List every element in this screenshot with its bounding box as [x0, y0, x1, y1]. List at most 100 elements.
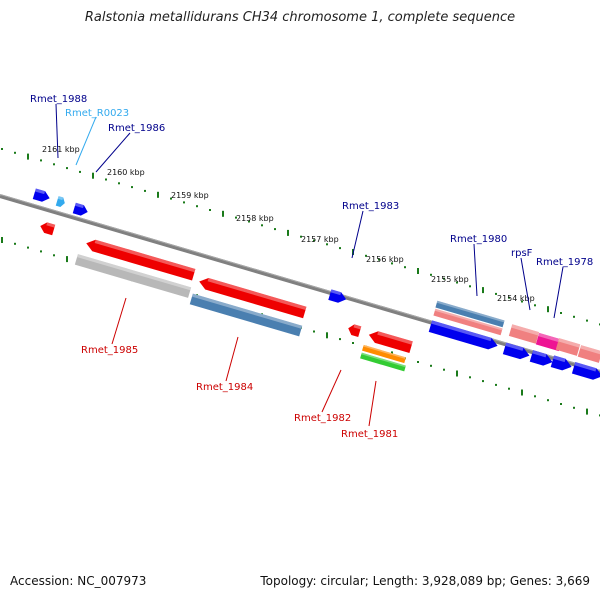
gene-rmet-1988[interactable]: [32, 188, 51, 203]
gene-rmet-1985-gray[interactable]: [74, 254, 192, 298]
lower-major-tick: [456, 370, 458, 377]
leader-rmet-1982: [321, 369, 342, 413]
tick-label-2154: 2154 kbp: [497, 294, 535, 303]
label-rpsf[interactable]: rpsF: [511, 248, 533, 259]
upper-minor-tick: [235, 216, 237, 219]
upper-minor-tick: [105, 178, 107, 181]
gene-rmet-1973-highlight: [574, 362, 597, 372]
lower-major-tick: [1, 237, 3, 243]
gene-rmet-1984-steel-body: [189, 293, 303, 337]
upper-minor-tick: [1, 148, 3, 150]
gene-rmet-1982[interactable]: [347, 323, 362, 337]
lower-minor-tick: [430, 364, 432, 367]
gene-rmet-1981-green[interactable]: [360, 352, 406, 372]
upper-major-tick: [92, 172, 94, 179]
upper-major-tick: [157, 191, 159, 198]
gene-rpsf-magenta-body: [535, 332, 563, 352]
upper-minor-tick: [196, 205, 198, 208]
gene-rmet-1977-salmon-body: [577, 345, 600, 363]
gene-rmet-1977-salmon[interactable]: [577, 345, 600, 363]
upper-minor-tick: [586, 319, 588, 322]
leader-rmet-1984: [225, 336, 239, 382]
upper-major-tick: [27, 153, 29, 160]
lower-minor-tick: [313, 330, 315, 333]
gene-rmet-1986-highlight: [74, 202, 84, 209]
upper-major-tick: [547, 306, 549, 313]
gene-rmet-1974[interactable]: [550, 355, 574, 372]
gene-rmet-1987[interactable]: [39, 221, 56, 236]
upper-minor-tick: [443, 277, 445, 280]
label-rmet-1984[interactable]: Rmet_1984: [196, 382, 253, 393]
gene-rmet-1981[interactable]: [367, 329, 413, 353]
gene-rmet-1980-salmon[interactable]: [433, 308, 503, 336]
gene-rmet-r0023-body: [55, 196, 65, 208]
label-rmet-1988[interactable]: Rmet_1988: [30, 94, 87, 105]
upper-minor-tick: [326, 243, 328, 246]
upper-minor-tick: [365, 254, 367, 257]
gene-rmet-1986[interactable]: [72, 202, 90, 217]
gene-rmet-r0023-highlight: [57, 196, 64, 201]
upper-minor-tick: [300, 235, 302, 238]
label-rmet-1985[interactable]: Rmet_1985: [81, 345, 138, 356]
lower-major-tick: [586, 408, 588, 415]
gene-rmet-1975-highlight: [532, 350, 547, 358]
label-rmet-1981[interactable]: Rmet_1981: [341, 429, 398, 440]
gene-rmet-r0023[interactable]: [55, 196, 66, 208]
gene-rmet-1983[interactable]: [328, 289, 347, 304]
leader-rmet-1983: [351, 210, 364, 259]
upper-minor-tick: [430, 273, 432, 276]
upper-major-tick: [417, 268, 419, 274]
lower-major-tick: [326, 332, 328, 339]
lower-minor-tick: [53, 254, 55, 257]
tick-label-2159: 2159 kbp: [171, 191, 209, 200]
gene-rmet-1987-highlight: [46, 222, 56, 228]
gene-rmet-1981-orange[interactable]: [362, 344, 406, 364]
upper-major-tick: [287, 229, 289, 236]
gene-rmet-1974-body: [550, 355, 572, 371]
gene-rmet-1985-red[interactable]: [85, 237, 196, 281]
leader-rmet-1988: [55, 103, 59, 159]
upper-minor-tick: [40, 159, 42, 162]
gene-rmet-1979-body: [428, 320, 498, 350]
lower-minor-tick: [573, 406, 575, 409]
gene-rmet-1973[interactable]: [571, 362, 600, 382]
upper-minor-tick: [118, 182, 120, 185]
leader-rmet-1981: [368, 380, 377, 427]
upper-minor-tick: [534, 304, 536, 307]
gene-rmet-1982-body: [348, 324, 362, 337]
gene-rmet-1984-red-body: [199, 278, 307, 319]
label-rmet-1982[interactable]: Rmet_1982: [294, 413, 351, 424]
gene-rmet-1975[interactable]: [529, 350, 554, 368]
gene-rmet-1978-salmon[interactable]: [555, 338, 581, 356]
upper-minor-tick: [53, 163, 55, 166]
upper-major-tick: [222, 210, 224, 217]
gene-rmet-1984-red[interactable]: [198, 276, 307, 319]
gene-rmet-1980-steel[interactable]: [435, 300, 505, 328]
gene-rpsf-salmon[interactable]: [508, 324, 540, 344]
gene-rpsf-magenta[interactable]: [535, 332, 563, 352]
lower-major-tick: [66, 256, 68, 263]
label-rmet-1980[interactable]: Rmet_1980: [450, 234, 507, 245]
upper-minor-tick: [495, 292, 497, 295]
gene-rmet-1987-body: [40, 222, 56, 236]
lower-minor-tick: [14, 242, 16, 245]
gene-rmet-1980-salmon-body: [433, 308, 503, 336]
gene-rmet-1979-highlight: [431, 320, 492, 342]
gene-rmet-1981-body: [368, 331, 413, 353]
lower-minor-tick: [469, 376, 471, 379]
gene-rmet-1981-green-highlight: [361, 352, 406, 368]
label-rmet-r0023[interactable]: Rmet_R0023: [65, 108, 129, 119]
label-rmet-1978[interactable]: Rmet_1978: [536, 257, 593, 268]
gene-rmet-1979[interactable]: [428, 320, 500, 351]
gene-rmet-1980-salmon-highlight: [434, 308, 503, 331]
gene-rmet-1988-body: [32, 188, 50, 202]
gene-rmet-1984-steel[interactable]: [189, 293, 303, 337]
label-rmet-1983[interactable]: Rmet_1983: [342, 201, 399, 212]
topology-text: Topology: circular; Length: 3,928,089 bp…: [260, 574, 590, 588]
gene-rmet-1976[interactable]: [502, 342, 531, 362]
label-rmet-1986[interactable]: Rmet_1986: [108, 123, 165, 134]
upper-minor-tick: [131, 186, 133, 189]
lower-minor-tick: [40, 250, 42, 253]
lower-minor-tick: [443, 368, 445, 371]
label-leaders: [55, 103, 564, 427]
